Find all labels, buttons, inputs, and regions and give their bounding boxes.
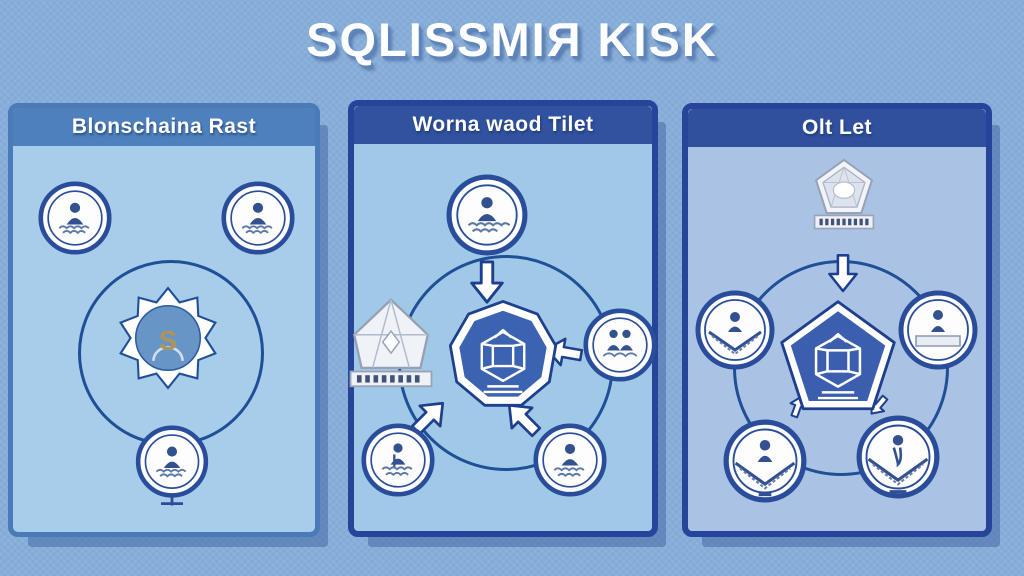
- arrow-up-left-icon: [494, 390, 551, 447]
- person-medallion-icon: [361, 423, 435, 497]
- panel-2-header: Worna waod Tilet: [354, 106, 652, 144]
- seal-glyph: S: [159, 325, 177, 355]
- person-medallion-icon: [583, 308, 657, 382]
- panel-2-body: [349, 144, 657, 531]
- person-medallion-icon: [221, 181, 295, 255]
- cube-nonagon-badge-icon: [443, 295, 563, 415]
- person-medallion-icon: [533, 423, 607, 497]
- page-title: SQLISSMIЯ KISK: [306, 13, 718, 66]
- panel-3-title: Olt Let: [802, 116, 872, 139]
- panel-olt-let: Olt Let: [682, 103, 992, 537]
- wing-medallion-icon: [856, 415, 940, 499]
- pentagon-gem-badge-icon: [803, 155, 885, 253]
- wing-medallion-icon: [695, 290, 775, 370]
- wing-medallion-icon: [898, 290, 978, 370]
- panel-1-body: S: [13, 146, 315, 532]
- panel-blockchain: Blonschaina Rast S: [8, 103, 320, 537]
- panel-3-body: [688, 147, 986, 531]
- cube-pentagon-badge-icon: [776, 296, 900, 420]
- starburst-seal-icon: S: [116, 286, 220, 390]
- person-medallion-stand-icon: [135, 425, 209, 511]
- panel-1-title: Blonschaina Rast: [71, 115, 257, 138]
- wing-medallion-icon: [723, 419, 807, 503]
- arrow-down-icon: [467, 260, 507, 306]
- panel-1-header: Blonschaina Rast: [13, 108, 315, 146]
- person-medallion-icon: [446, 174, 528, 256]
- gem-pavilion-icon: [345, 290, 437, 396]
- person-medallion-icon: [38, 181, 112, 255]
- panel-world-tilet: Worna waod Tilet: [348, 100, 658, 537]
- panel-2-title: Worna waod Tilet: [412, 113, 594, 136]
- arrow-up-right-icon: [402, 388, 459, 445]
- panel-3-header: Olt Let: [688, 109, 986, 147]
- arrow-down-icon: [826, 253, 860, 295]
